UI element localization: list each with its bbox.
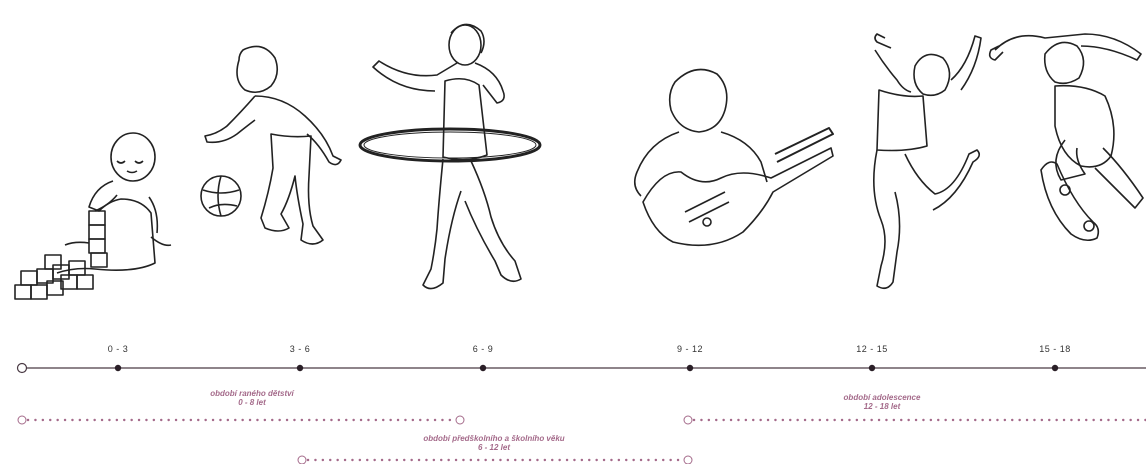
period-name: období adolescence (772, 393, 992, 402)
axis-tick-label: 9 - 12 (660, 344, 720, 354)
axis-tick-dot (297, 365, 303, 371)
period-range: 12 - 18 let (772, 402, 992, 411)
period-range: 0 - 8 let (142, 398, 362, 407)
period-bar-early-childhood (18, 416, 464, 424)
axis-tick-dot (1052, 365, 1058, 371)
axis-start-marker (18, 364, 27, 373)
period-label-school-age: období předškolního a školního věku 6 - … (384, 434, 604, 452)
period-label-adolescence: období adolescence 12 - 18 let (772, 393, 992, 411)
axis-tick-label: 6 - 9 (453, 344, 513, 354)
axis-tick-dot (869, 365, 875, 371)
period-range: 6 - 12 let (384, 443, 604, 452)
period-name: období předškolního a školního věku (384, 434, 604, 443)
period-label-early-childhood: období raného dětství 0 - 8 let (142, 389, 362, 407)
axis-tick-label: 0 - 3 (88, 344, 148, 354)
period-bar-adolescence (684, 416, 1146, 424)
axis-tick-label: 3 - 6 (270, 344, 330, 354)
period-name: období raného dětství (142, 389, 362, 398)
axis-tick-dot (115, 365, 121, 371)
axis-tick-dot (687, 365, 693, 371)
period-bar-school-age (298, 456, 692, 464)
axis-tick-label: 12 - 15 (842, 344, 902, 354)
axis-tick-label: 15 - 18 (1025, 344, 1085, 354)
axis-tick-dot (480, 365, 486, 371)
